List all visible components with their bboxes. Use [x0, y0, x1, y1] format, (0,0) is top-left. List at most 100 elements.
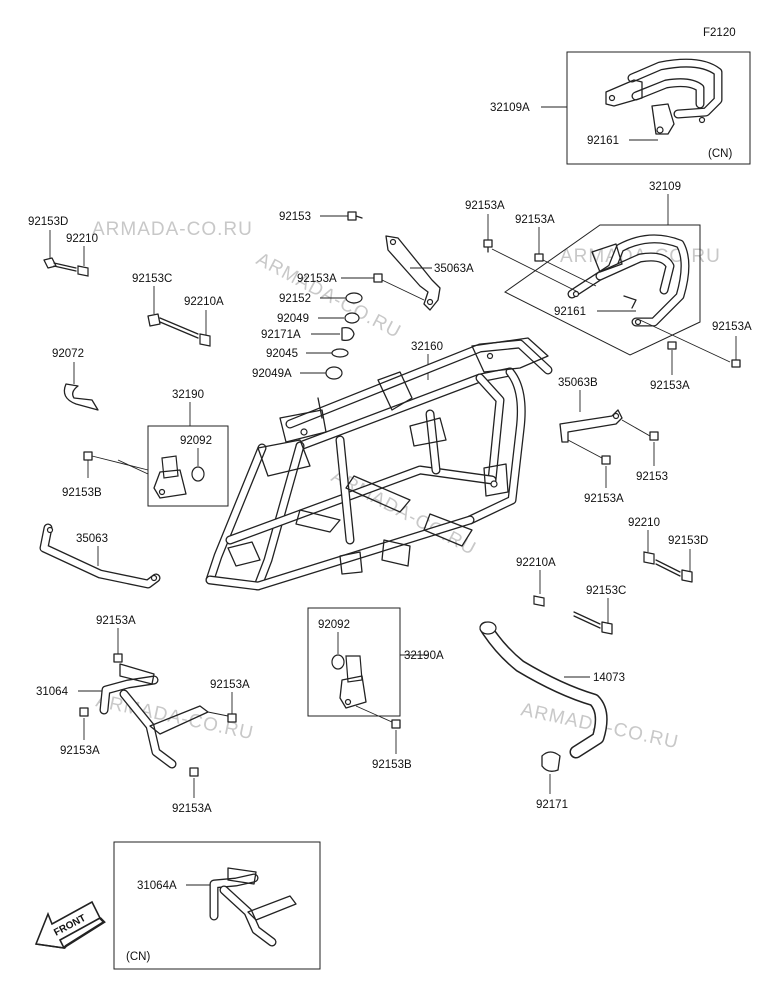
- part-label-92210A: 92210A: [516, 557, 556, 569]
- bracket-31064A-drawing: [209, 867, 297, 947]
- part-label-31064A: 31064A: [137, 880, 177, 892]
- part-label-92153A: 92153A: [465, 200, 505, 212]
- part-label-92153C: 92153C: [586, 585, 626, 597]
- part-label-92153D: 92153D: [28, 216, 68, 228]
- bolt-icon: [731, 359, 741, 368]
- region-marker-cn: (CN): [126, 951, 150, 963]
- bracket-35063B-drawing: [559, 409, 623, 443]
- part-label-92072: 92072: [52, 348, 84, 360]
- clamp-icon: [341, 326, 355, 342]
- mount-32190-drawing: [153, 455, 205, 499]
- bolt-icon: [667, 341, 677, 350]
- part-label-32109: 32109: [649, 181, 681, 193]
- part-label-92152: 92152: [279, 293, 311, 305]
- leader-line: [381, 279, 425, 301]
- part-label-92153A: 92153A: [584, 493, 624, 505]
- hose-14073-drawing: [479, 621, 608, 759]
- part-label-92049A: 92049A: [252, 368, 292, 380]
- diagram-code: F2120: [703, 27, 736, 39]
- part-label-92161: 92161: [587, 135, 619, 147]
- part-label-14073: 14073: [593, 672, 625, 684]
- part-label-92049: 92049: [277, 313, 309, 325]
- part-label-92153A: 92153A: [297, 273, 337, 285]
- rear-rack-group-outline: [504, 224, 701, 356]
- leader-line: [542, 259, 597, 287]
- part-label-92092: 92092: [318, 619, 350, 631]
- bolt-92153D-icon: [43, 257, 89, 277]
- main-frame-drawing: [205, 337, 553, 591]
- part-label-92153A: 92153A: [60, 745, 100, 757]
- part-label-35063: 35063: [76, 533, 108, 545]
- part-label-92171: 92171: [536, 799, 568, 811]
- rear-rack-cn-drawing: [605, 58, 723, 135]
- bolt-92153D-right-icon: [643, 551, 693, 583]
- part-label-92153: 92153: [636, 471, 668, 483]
- part-label-35063A: 35063A: [434, 263, 474, 275]
- stay-35063-drawing: [39, 523, 161, 589]
- part-label-92153A: 92153A: [712, 321, 752, 333]
- mount-32190-group-outline: [147, 425, 229, 507]
- part-label-92210: 92210: [628, 517, 660, 529]
- part-label-31064: 31064: [36, 686, 69, 698]
- bolt-icon: [189, 767, 199, 777]
- region-marker-cn: (CN): [708, 148, 732, 160]
- watermark-text: ARMADA-CO.RU: [92, 219, 253, 240]
- bolt-icon: [601, 455, 611, 465]
- bolt-icon: [83, 451, 93, 461]
- part-label-92153B: 92153B: [372, 759, 412, 771]
- bolt-icon: [347, 211, 363, 221]
- leader-line: [567, 439, 603, 459]
- bearing-icon: [331, 348, 349, 358]
- part-label-32190A: 32190A: [404, 650, 444, 662]
- grommet-icon: [325, 366, 343, 380]
- part-label-35063B: 35063B: [558, 377, 598, 389]
- leader-line: [621, 419, 651, 437]
- leader-line: [491, 248, 579, 293]
- leader-line: [207, 711, 229, 717]
- bracket-31064-drawing: [99, 663, 209, 769]
- bolt-icon: [391, 719, 401, 729]
- part-label-92153A: 92153A: [650, 380, 690, 392]
- watermark-text: ARMADA-CO.RU: [94, 690, 256, 744]
- part-label-92153A: 92153A: [96, 615, 136, 627]
- part-label-32190: 32190: [172, 389, 204, 401]
- part-label-92153A: 92153A: [210, 679, 250, 691]
- part-label-92153C: 92153C: [132, 273, 172, 285]
- bracket-35063A-drawing: [385, 235, 441, 311]
- bolt-icon: [227, 713, 237, 723]
- part-label-92171A: 92171A: [261, 329, 301, 341]
- bolt-92153C-icon: [147, 313, 211, 347]
- leader-line: [355, 705, 393, 723]
- inset-box-cn-step-bracket: [113, 841, 321, 970]
- front-direction-arrow-icon: FRONT: [34, 900, 106, 950]
- bolt-icon: [113, 653, 123, 663]
- part-label-92045: 92045: [266, 348, 298, 360]
- inset-box-cn-rear-rack: [566, 51, 751, 165]
- leader-line: [117, 459, 149, 475]
- bolt-icon: [649, 431, 659, 441]
- bolt-icon: [483, 239, 493, 253]
- bolt-icon: [373, 273, 383, 283]
- collar-icon: [345, 292, 363, 304]
- clamp-icon: [541, 751, 561, 772]
- band-92072-icon: [63, 383, 99, 411]
- part-label-92210: 92210: [66, 233, 98, 245]
- part-label-32160: 32160: [411, 341, 443, 353]
- part-label-92153B: 92153B: [62, 487, 102, 499]
- part-label-92210A: 92210A: [184, 296, 224, 308]
- grommet-icon: [344, 312, 360, 324]
- part-label-92153: 92153: [279, 211, 311, 223]
- part-label-32109A: 32109A: [490, 102, 530, 114]
- leader-line: [91, 455, 149, 471]
- bolt-92153C-right-icon: [533, 595, 613, 635]
- part-label-92153D: 92153D: [668, 535, 708, 547]
- mount-32190A-group-outline: [307, 607, 401, 717]
- part-label-92161: 92161: [554, 306, 586, 318]
- rear-rack-drawing: [567, 234, 690, 327]
- part-label-92153A: 92153A: [515, 214, 555, 226]
- part-label-92092: 92092: [180, 435, 212, 447]
- part-label-92153A: 92153A: [172, 803, 212, 815]
- mount-32190A-drawing: [331, 654, 367, 709]
- bolt-icon: [79, 707, 89, 717]
